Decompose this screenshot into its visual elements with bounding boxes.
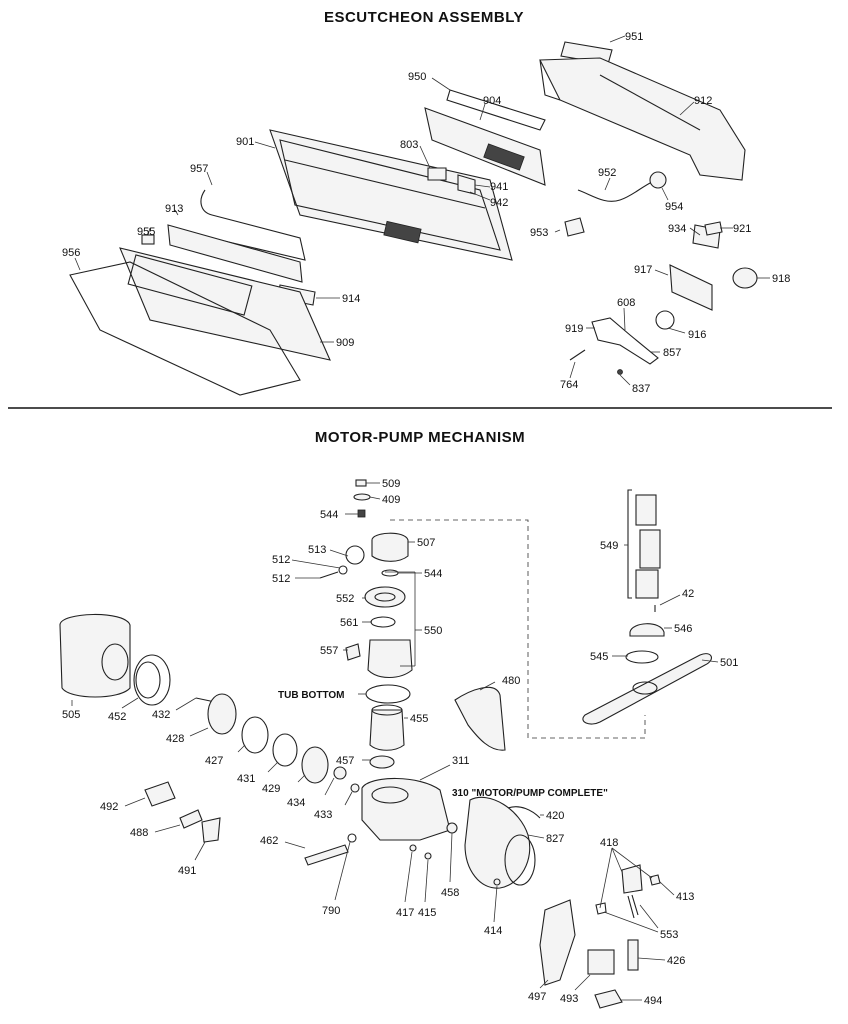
part-label: 509: [382, 478, 400, 490]
part-label: 480: [502, 675, 520, 687]
part-label: 909: [336, 337, 354, 349]
escutcheon-assembly-title: ESCUTCHEON ASSEMBLY: [324, 9, 524, 26]
part-label: 488: [130, 827, 148, 839]
part-label: 956: [62, 247, 80, 259]
part-label: 912: [694, 95, 712, 107]
part-label: 413: [676, 891, 694, 903]
part-label: 428: [166, 733, 184, 745]
part-label: 957: [190, 163, 208, 175]
part-label: 546: [674, 623, 692, 635]
part-label: 505: [62, 709, 80, 721]
part-label: 493: [560, 993, 578, 1005]
part-label: 452: [108, 711, 126, 723]
part-label: 420: [546, 810, 564, 822]
part-label: 427: [205, 755, 223, 767]
part-label: 458: [441, 887, 459, 899]
part-label: 916: [688, 329, 706, 341]
part-label: 42: [682, 588, 694, 600]
part-label: 919: [565, 323, 583, 335]
part-label: 913: [165, 203, 183, 215]
motor-pump-leaders: [71, 482, 719, 1001]
part-label: 803: [400, 139, 418, 151]
part-label: 431: [237, 773, 255, 785]
part-label: 409: [382, 494, 400, 506]
part-label: 553: [660, 929, 678, 941]
part-label: 414: [484, 925, 502, 937]
part-label: 433: [314, 809, 332, 821]
part-label: 462: [260, 835, 278, 847]
part-label: 512: [272, 554, 290, 566]
part-label: 434: [287, 797, 305, 809]
part-label: 512: [272, 573, 290, 585]
part-label: 550: [424, 625, 442, 637]
part-label: 418: [600, 837, 618, 849]
motor-pump-complete-label: 310 "MOTOR/PUMP COMPLETE": [452, 788, 608, 799]
part-label: 952: [598, 167, 616, 179]
part-label: 557: [320, 645, 338, 657]
part-label: 507: [417, 537, 435, 549]
part-label: 941: [490, 181, 508, 193]
part-label: 497: [528, 991, 546, 1003]
motor-pump-mechanism-title: MOTOR-PUMP MECHANISM: [315, 429, 525, 446]
part-label: 942: [490, 197, 508, 209]
part-label: 950: [408, 71, 426, 83]
escutcheon-leaders: [74, 35, 770, 386]
part-label: 432: [152, 709, 170, 721]
part-label: 417: [396, 907, 414, 919]
part-label: 513: [308, 544, 326, 556]
escutcheon-drawing: [69, 41, 758, 396]
motor-pump-labels: 509 409 544 507 513 512 512 544 549 552 …: [62, 478, 738, 1007]
part-label: 917: [634, 264, 652, 276]
escutcheon-labels: 951 950 904 912 901 803 957 941 942 952 …: [62, 31, 790, 395]
part-label: 764: [560, 379, 578, 391]
part-label: 921: [733, 223, 751, 235]
part-label: 544: [424, 568, 442, 580]
part-label: 455: [410, 713, 428, 725]
part-label: 790: [322, 905, 340, 917]
part-label: 827: [546, 833, 564, 845]
part-label: 545: [590, 651, 608, 663]
part-label: 549: [600, 540, 618, 552]
part-label: 953: [530, 227, 548, 239]
part-label: 608: [617, 297, 635, 309]
part-label: 904: [483, 95, 501, 107]
part-label: 457: [336, 755, 354, 767]
part-label: 311: [452, 755, 470, 767]
part-label: 914: [342, 293, 360, 305]
part-label: 491: [178, 865, 196, 877]
part-label: 901: [236, 136, 254, 148]
part-label: 415: [418, 907, 436, 919]
tub-bottom-label: TUB BOTTOM: [278, 690, 344, 701]
part-label: 552: [336, 593, 354, 605]
part-label: 561: [340, 617, 358, 629]
part-label: 951: [625, 31, 643, 43]
part-label: 492: [100, 801, 118, 813]
part-label: 426: [667, 955, 685, 967]
motor-pump-drawing: [59, 479, 712, 1009]
part-label: 429: [262, 783, 280, 795]
part-label: 934: [668, 223, 686, 235]
part-label: 494: [644, 995, 662, 1007]
part-label: 955: [137, 226, 155, 238]
part-label: 954: [665, 201, 683, 213]
part-label: 918: [772, 273, 790, 285]
part-label: 544: [320, 509, 338, 521]
part-label: 857: [663, 347, 681, 359]
part-label: 837: [632, 383, 650, 395]
part-label: 501: [720, 657, 738, 669]
